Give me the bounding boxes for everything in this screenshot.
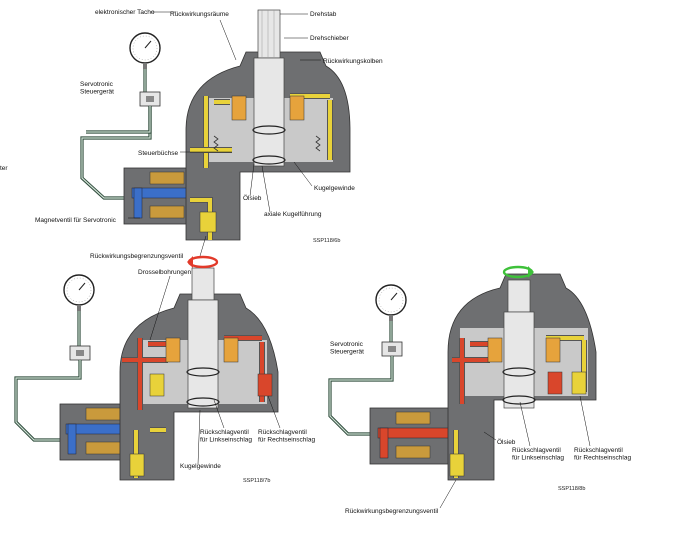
- torsion-bar: [252, 9, 286, 167]
- control-unit-icon: [381, 341, 403, 357]
- control-unit-icon: [69, 345, 91, 361]
- label-drehschieber: Drehschieber: [310, 35, 349, 42]
- label-rueckwirkungsbegrenzungsventil: Rückwirkungsbegrenzungsventil: [345, 508, 439, 515]
- label-magnetventil: Magnetventil für Servotronic: [35, 217, 117, 224]
- rotation-arrow-icon: [187, 255, 219, 269]
- torsion-bar: [502, 279, 536, 409]
- label-kugelgewinde: Kugelgewinde: [180, 463, 221, 470]
- label-oelsieb: Ölsieb: [243, 194, 262, 202]
- label-edge-fragment: ter: [0, 165, 8, 172]
- leader-lines-2: [149, 275, 281, 465]
- figure-ref-2: SSP118/7b: [243, 478, 270, 484]
- figure-ref-3: SSP118/8b: [558, 486, 585, 492]
- label-tacho: elektronischer Tacho: [95, 9, 155, 16]
- gauge-icon: [129, 32, 161, 69]
- label-axiale-kugelfuehrung: axiale Kugelführung: [264, 211, 322, 218]
- rotation-arrow-icon: [502, 265, 534, 279]
- label-rueckwirkungsbegrenzungsventil: Rückwirkungsbegrenzungsventil: [90, 253, 184, 260]
- torsion-bar: [186, 267, 220, 409]
- label-drehstab: Drehstab: [310, 11, 337, 18]
- label-oelsieb: Ölsieb: [497, 438, 516, 446]
- gauge-icon: [63, 274, 95, 311]
- figure-ref-1: SSP118/6b: [313, 238, 340, 244]
- label-drosselbohrungen: Drosselbohrungen: [138, 269, 192, 276]
- leader-lines-3: [439, 395, 591, 509]
- gauge-icon: [375, 284, 407, 321]
- solenoid-valve: [369, 407, 476, 465]
- control-unit-icon: [139, 91, 161, 107]
- label-steuerbuechse: Steuerbüchse: [138, 150, 178, 157]
- label-rueckwirkungsraeume: Rückwirkungsräume: [170, 11, 229, 18]
- leader-lines-1: [128, 11, 321, 257]
- label-rueckwirkungskolben: Rückwirkungskolben: [323, 58, 383, 65]
- label-kugelgewinde: Kugelgewinde: [314, 185, 355, 192]
